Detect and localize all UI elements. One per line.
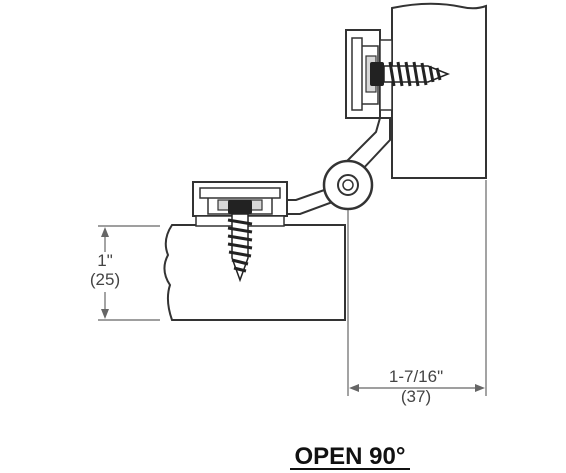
arrow-up-icon — [101, 227, 109, 237]
cabinet-screw — [227, 200, 253, 283]
arrow-left-icon — [349, 384, 359, 392]
dim-vertical-imperial: 1" — [97, 251, 113, 270]
cabinet-panel — [163, 224, 346, 321]
horizontal-dimension: 1-7/16" (37) — [347, 180, 487, 406]
arrow-right-icon — [475, 384, 485, 392]
hinge-knuckle — [322, 159, 374, 211]
dim-horizontal-imperial: 1-7/16" — [389, 367, 443, 386]
vertical-dimension: 1" (25) — [90, 225, 160, 321]
door-screw — [370, 61, 451, 87]
diagram-caption: OPEN 90° — [295, 443, 406, 470]
door-panel — [391, 2, 487, 179]
dim-horizontal-metric: (37) — [401, 387, 431, 406]
caption: OPEN 90° — [290, 443, 410, 470]
dim-vertical-metric: (25) — [90, 270, 120, 289]
arrow-down-icon — [101, 309, 109, 319]
